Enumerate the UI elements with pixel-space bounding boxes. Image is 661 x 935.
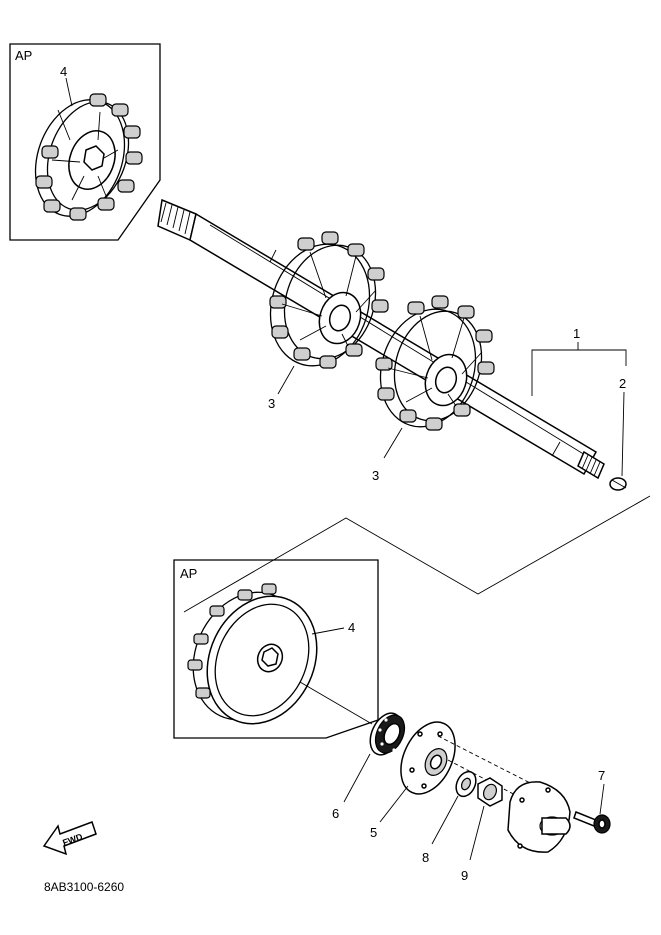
callout-4-inset-top: 4 <box>60 64 67 79</box>
sprocket-lower <box>375 295 495 431</box>
callout-7: 7 <box>598 768 605 783</box>
bearing-part-6 <box>369 712 406 756</box>
inset-box-top: AP 4 <box>9 43 161 241</box>
callout-6: 6 <box>332 806 339 821</box>
inset-label-top: AP <box>15 48 32 63</box>
washer-part-8 <box>455 770 477 798</box>
callout-5: 5 <box>370 825 377 840</box>
forward-arrow-icon: FWD <box>42 821 97 856</box>
bearing-housing <box>507 781 571 853</box>
callout-8: 8 <box>422 850 429 865</box>
disc-sprocket-inset <box>187 583 318 725</box>
callout-9: 9 <box>461 868 468 883</box>
inset-label-bottom: AP <box>180 566 197 581</box>
sprocket-upper <box>269 231 389 369</box>
inset-box-bottom: AP 4 <box>173 559 379 739</box>
callout-4-inset-bottom: 4 <box>348 620 355 635</box>
connector-line <box>183 495 651 613</box>
bolt-part-7 <box>573 811 611 834</box>
callout-1: 1 <box>573 326 580 341</box>
sprocket-wheel-inset <box>34 93 143 221</box>
drive-shaft <box>157 198 605 480</box>
collar-part-2 <box>609 477 627 491</box>
callout-3-upper: 3 <box>268 396 275 411</box>
nut-part-9 <box>477 777 503 807</box>
callout-3-lower: 3 <box>372 468 379 483</box>
flange-plate-part-5 <box>400 721 456 795</box>
axis-line <box>299 681 373 725</box>
callout-2: 2 <box>619 376 626 391</box>
callout-1-bracket: 1 2 <box>531 326 627 477</box>
part-code: 8AB3100-6260 <box>44 880 124 894</box>
